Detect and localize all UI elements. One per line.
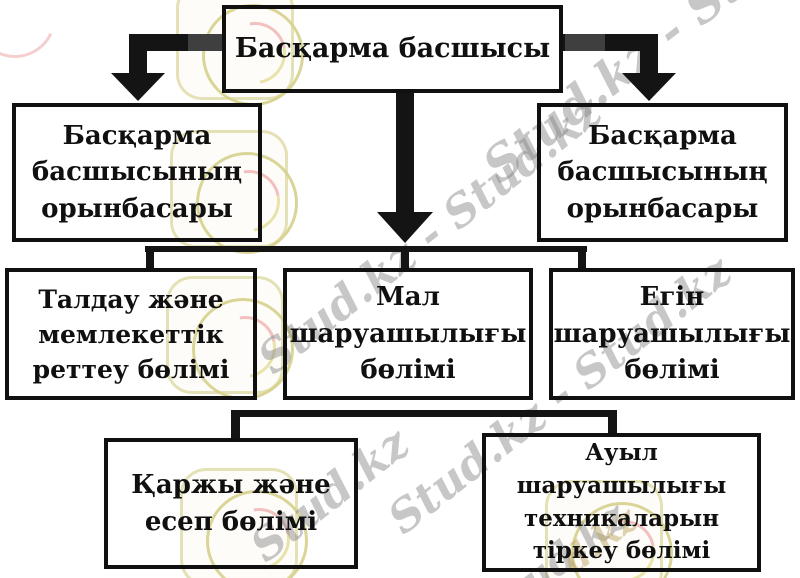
- box-analysis-regulation-dept: Талдау және мемлекеттік реттеу бөлімі: [5, 268, 257, 400]
- tier2-connector-line: [145, 246, 587, 252]
- box-livestock-dept-label: Мал шаруашылығы бөлімі: [289, 282, 527, 386]
- logo-arc-decoration: [0, 0, 68, 70]
- tier3-right-stub: [608, 410, 617, 434]
- tier2-left-stub: [146, 246, 154, 271]
- tier2-right-stub: [578, 246, 586, 271]
- tier3-left-stub: [231, 410, 240, 439]
- box-analysis-regulation-dept-label: Талдау және мемлекеттік реттеу бөлімі: [32, 284, 230, 384]
- tier2-center-stub: [401, 246, 409, 271]
- box-crop-farming-dept: Егін шаруашылығы бөлімі: [549, 268, 795, 400]
- arrow-down-icon: [111, 73, 165, 101]
- arrow-left-vertical-bar: [129, 34, 147, 76]
- box-livestock-dept: Мал шаруашылығы бөлімі: [283, 268, 533, 400]
- logo-circle-icon: [196, 152, 298, 254]
- arrow-down-icon: [622, 73, 676, 101]
- box-finance-accounting-dept-label: Қаржы және есеп бөлімі: [131, 470, 331, 537]
- box-deputy-right: Басқарма басшысының орынбасары: [537, 103, 788, 242]
- logo-circle-icon: [571, 502, 673, 578]
- arrow-center-vertical-bar: [396, 92, 414, 215]
- box-machinery-registration-dept-label: Ауыл шаруашылығы техникаларын тіркеу бөл…: [516, 439, 727, 565]
- box-crop-farming-dept-label: Егін шаруашылығы бөлімі: [553, 282, 791, 386]
- box-deputy-right-label: Басқарма басшысының орынбасары: [557, 120, 768, 224]
- arrow-left-gray-segment: [188, 34, 222, 51]
- arrow-down-icon: [377, 212, 433, 243]
- box-deputy-left: Басқарма басшысының орынбасары: [12, 103, 262, 242]
- box-machinery-registration-dept: Ауыл шаруашылығы техникаларын тіркеу бөл…: [482, 433, 761, 572]
- arrow-right-gray-segment: [565, 34, 605, 51]
- box-deputy-left-label: Басқарма басшысының орынбасары: [31, 120, 243, 224]
- logo-circle-icon: [206, 490, 308, 578]
- box-head-of-board: Басқарма басшысы: [222, 5, 563, 93]
- tier3-connector-line: [231, 410, 617, 417]
- arrow-right-vertical-bar: [640, 34, 658, 76]
- box-finance-accounting-dept: Қаржы және есеп бөлімі: [104, 438, 358, 569]
- box-head-of-board-label: Басқарма басшысы: [234, 33, 551, 65]
